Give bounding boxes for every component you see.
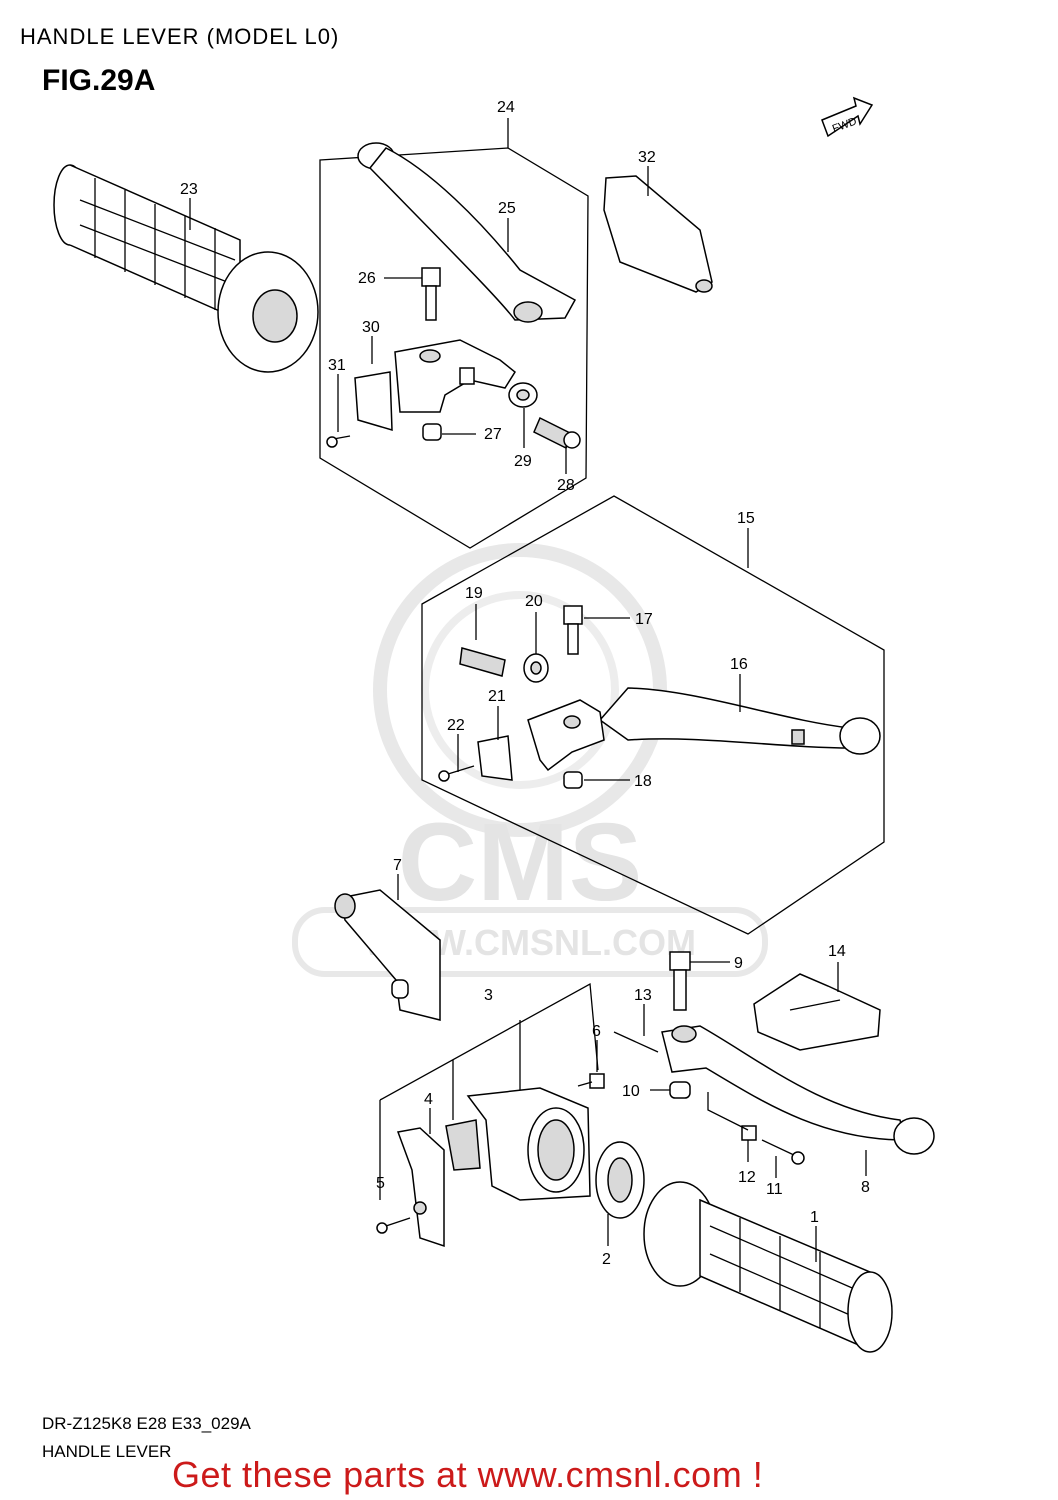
callout-22: 22 — [447, 717, 465, 734]
callout-8: 8 — [861, 1179, 870, 1196]
bolt-17 — [563, 605, 583, 655]
callout-25: 25 — [498, 200, 516, 217]
callout-28: 28 — [557, 477, 575, 494]
callout-23: 23 — [180, 181, 198, 198]
lever-cover-32 — [603, 175, 713, 293]
callout-31: 31 — [328, 357, 346, 374]
diagram-code: DR-Z125K8 E28 E33_029A — [42, 1414, 251, 1433]
clutch-lever-25 — [357, 142, 577, 323]
callout-26: 26 — [358, 270, 376, 287]
fwd-arrow-icon: FWD — [821, 96, 874, 138]
bolt-11 — [761, 1139, 805, 1165]
nut-10 — [669, 1081, 691, 1099]
callout-30: 30 — [362, 319, 380, 336]
callout-2: 2 — [602, 1251, 611, 1268]
brake-lever-8 — [661, 1025, 935, 1155]
callout-1: 1 — [810, 1209, 819, 1226]
assembly-bracket-3 — [379, 982, 599, 1101]
callout-21: 21 — [488, 688, 506, 705]
adjuster-nut-29 — [508, 382, 538, 408]
callout-29: 29 — [514, 453, 532, 470]
nut-12 — [741, 1125, 757, 1141]
callout-27: 27 — [484, 426, 502, 443]
screw-5 — [376, 1217, 411, 1234]
adjuster-bolt-28 — [533, 416, 581, 450]
callout-32: 32 — [638, 149, 656, 166]
lock-nut-20 — [523, 653, 549, 683]
throttle-grip-1 — [643, 1181, 893, 1353]
bolt-9 — [669, 951, 691, 1011]
callout-7: 7 — [393, 857, 402, 874]
callout-4: 4 — [424, 1091, 433, 1108]
screw-6 — [577, 1073, 605, 1089]
lever-cover-14 — [753, 973, 881, 1051]
callout-14: 14 — [828, 943, 846, 960]
leader-lines — [189, 118, 867, 1262]
watermark-logo: CMS — [398, 801, 642, 924]
callout-24: 24 — [497, 99, 515, 116]
throttle-case-3 — [445, 1087, 591, 1201]
lever-bracket-30 — [394, 339, 516, 413]
diagram-name: HANDLE LEVER — [42, 1442, 172, 1461]
spring-2 — [595, 1141, 645, 1219]
callout-13: 13 — [634, 987, 652, 1004]
nut-18 — [563, 771, 583, 789]
throttle-sleeve-7 — [334, 889, 441, 1021]
page-title: HANDLE LEVER (MODEL L0) — [20, 24, 340, 49]
assembly-box-15 — [421, 495, 885, 935]
grip-23 — [53, 164, 319, 373]
callout-11: 11 — [766, 1181, 783, 1198]
lever-bracket-21 — [527, 699, 605, 772]
figure-label: FIG.29A — [42, 64, 156, 97]
nut-27 — [422, 423, 442, 441]
callout-labels: 23 24 25 32 26 30 31 27 29 28 15 19 20 1… — [180, 99, 870, 1268]
callout-10: 10 — [622, 1083, 640, 1100]
callout-12: 12 — [738, 1169, 756, 1186]
callout-5: 5 — [376, 1175, 385, 1192]
bolt-26 — [421, 267, 441, 321]
spring-13 — [613, 1031, 659, 1053]
adjuster-bolt-19 — [459, 647, 506, 677]
callout-18: 18 — [634, 773, 652, 790]
brake-lever-16 — [598, 687, 881, 755]
clamp-31 — [326, 371, 393, 448]
callout-19: 19 — [465, 585, 483, 602]
cta-link[interactable]: Get these parts at www.cmsnl.com ! — [172, 1454, 764, 1495]
callout-17: 17 — [635, 611, 653, 628]
callout-20: 20 — [525, 593, 543, 610]
cable-guide-4 — [396, 1127, 445, 1248]
callout-16: 16 — [730, 656, 748, 673]
callout-15: 15 — [737, 510, 755, 527]
callout-9: 9 — [734, 955, 743, 972]
callout-3: 3 — [484, 987, 493, 1004]
callout-6: 6 — [592, 1023, 601, 1040]
